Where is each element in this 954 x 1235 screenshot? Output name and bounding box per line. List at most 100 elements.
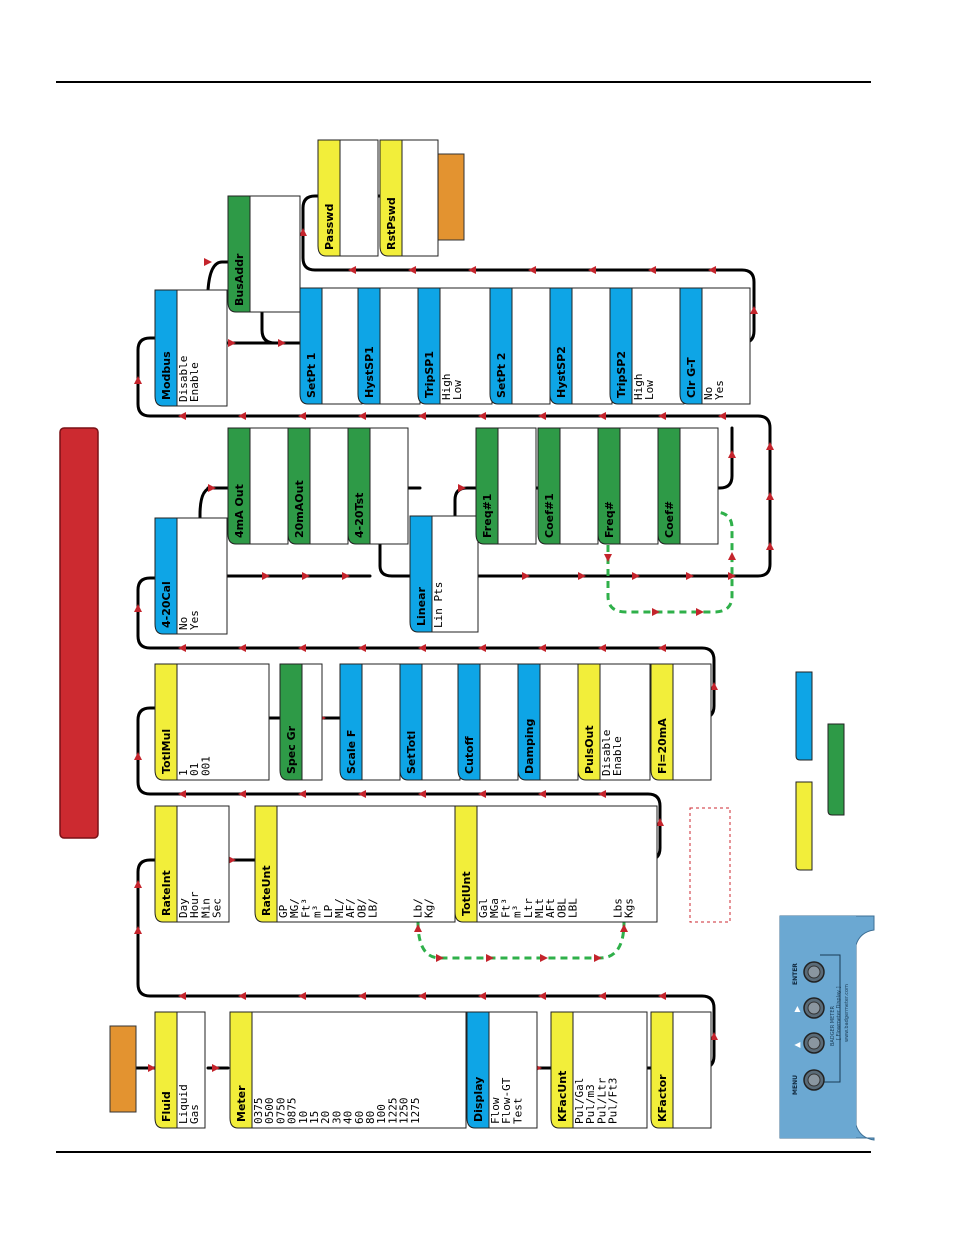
menu-key[interactable] <box>803 1069 825 1091</box>
arrow <box>478 992 486 1000</box>
node-title: Spec Gr <box>285 725 298 774</box>
arrow <box>358 644 366 652</box>
node-title: 20mAOut <box>293 480 306 538</box>
arrow <box>620 924 628 932</box>
arrow <box>710 1032 718 1040</box>
node-option: Disable <box>600 730 613 776</box>
node-body <box>299 663 323 781</box>
node-option: 01 <box>188 763 201 776</box>
node-option: 20 <box>319 1111 332 1124</box>
arrow <box>696 608 704 616</box>
start-box <box>109 1025 137 1113</box>
menu-node-setpt1: SetPt 1 <box>299 287 363 405</box>
node-title: Damping <box>523 719 536 774</box>
node-header <box>279 663 303 781</box>
node-body <box>629 287 685 405</box>
node-option: 10 <box>297 1111 310 1124</box>
menu-node-hyst2: HystSP2 <box>549 287 613 405</box>
node-title: RateInt <box>160 870 173 916</box>
node-option: Kgs <box>623 898 636 918</box>
enter-key-label: ENTER <box>792 963 799 985</box>
arrow <box>238 412 246 420</box>
arrow <box>299 228 307 236</box>
menu-key-label: MENU <box>792 1075 799 1095</box>
arrow <box>298 790 306 798</box>
arrow <box>658 992 666 1000</box>
node-option: m³ <box>511 905 524 918</box>
arrow <box>212 1064 220 1072</box>
node-option: 60 <box>353 1111 366 1124</box>
top-rule <box>56 81 871 83</box>
menu-node-hyst1: HystSP1 <box>357 287 421 405</box>
arrow <box>538 412 546 420</box>
node-body <box>477 663 519 781</box>
node-body <box>247 195 301 313</box>
arrow <box>204 258 212 266</box>
node-title: Fl=20mA <box>656 718 669 774</box>
arrow <box>418 992 426 1000</box>
enter-key[interactable] <box>803 961 825 983</box>
arrow <box>652 608 660 616</box>
arrow <box>238 790 246 798</box>
arrow <box>528 266 536 274</box>
node-title: SetPt 1 <box>305 353 318 398</box>
menu-node-coefn: Coef# <box>657 427 719 545</box>
node-body <box>337 139 379 257</box>
arrow <box>134 880 142 888</box>
right-arrow-icon: ▶ <box>792 1006 803 1012</box>
node-title: PulsOut <box>583 725 596 774</box>
node-body <box>509 287 551 405</box>
node-option: High <box>440 374 453 401</box>
node-body <box>274 805 456 923</box>
arrow <box>686 572 694 580</box>
arrow <box>414 924 422 932</box>
node-option: 0500 <box>263 1098 276 1125</box>
node-header <box>577 663 601 781</box>
color-legend <box>795 671 845 871</box>
node-title: Freq# <box>603 501 616 538</box>
node-title: Coef# <box>663 501 676 538</box>
arrow <box>538 644 546 652</box>
node-option: Low <box>451 380 464 400</box>
node-header <box>287 427 311 545</box>
node-option: Test <box>511 1098 524 1125</box>
node-body <box>617 427 659 545</box>
node-option: 001 <box>199 756 212 776</box>
arrow <box>708 266 716 274</box>
node-option: No <box>177 617 190 630</box>
menu-node-ma20out: 20mAOut <box>287 427 349 545</box>
arrow <box>632 572 640 580</box>
menu-node-coef1: Coef#1 <box>537 427 599 545</box>
node-header <box>154 663 178 781</box>
loop-paths <box>416 510 734 960</box>
node-header <box>489 287 513 405</box>
node-title: KFactor <box>656 1074 669 1122</box>
node-body <box>174 289 228 407</box>
node-header <box>339 663 363 781</box>
node-body <box>677 427 719 545</box>
node-option: 40 <box>342 1111 355 1124</box>
menu-node-freqn: Freq# <box>597 427 659 545</box>
menu-node-settotl: SetTotl <box>399 663 461 781</box>
arrow <box>262 572 270 580</box>
right-key[interactable] <box>803 997 825 1019</box>
node-option: Liquid <box>177 1084 190 1124</box>
menu-node-freq1: Freq#1 <box>475 427 537 545</box>
node-body <box>437 287 493 405</box>
node-option: MG/ <box>288 898 301 918</box>
node-option: LBL <box>567 898 580 918</box>
node-header <box>299 287 323 405</box>
arrow <box>578 572 586 580</box>
node-body <box>486 1011 538 1129</box>
brand-line1: BADGER METER <box>830 1006 836 1046</box>
bottom-rule <box>56 1151 871 1153</box>
node-body <box>247 427 289 545</box>
up-key[interactable] <box>803 1032 825 1054</box>
node-header <box>550 1011 574 1129</box>
node-option: 1225 <box>386 1098 399 1125</box>
node-body <box>570 1011 648 1129</box>
arrow <box>522 572 530 580</box>
